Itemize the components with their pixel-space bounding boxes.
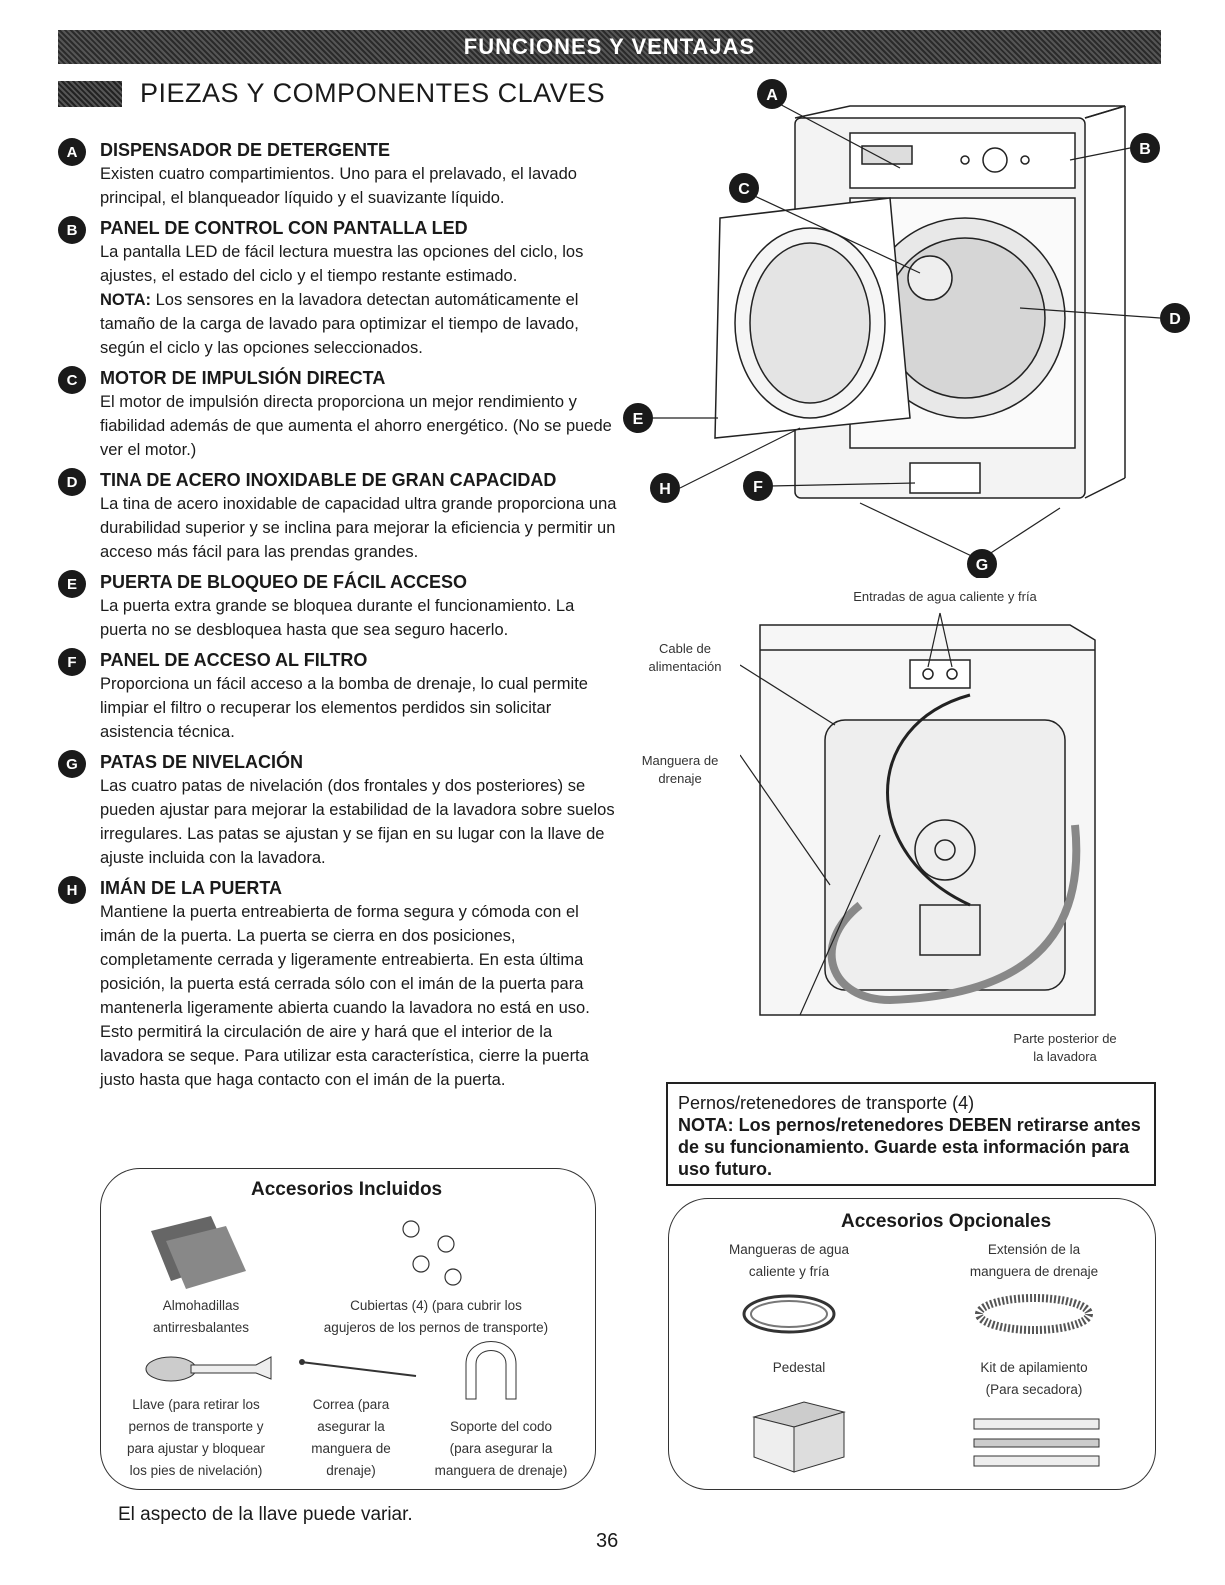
item-text: La puerta extra grande se bloquea durant… xyxy=(100,597,575,639)
svg-text:F: F xyxy=(753,479,763,496)
note-label: NOTA: xyxy=(100,291,152,309)
callout-a: A xyxy=(757,79,787,109)
transport-bolts-note: Pernos/retenedores de transporte (4) NOT… xyxy=(666,1082,1156,1186)
header-banner: FUNCIONES Y VENTAJAS xyxy=(58,30,1161,64)
item-note: NOTA: Los sensores en la lavadora detect… xyxy=(100,288,618,360)
letter-badge: F xyxy=(58,648,86,676)
strap-image xyxy=(299,1359,417,1377)
callout-d: D xyxy=(1160,303,1190,333)
callout-c: C xyxy=(729,173,759,203)
callout-h: H xyxy=(650,473,680,503)
stacking-kit-label: Kit de apilamiento(Para secadora) xyxy=(980,1360,1088,1397)
component-item-f: F PANEL DE ACCESO AL FILTRO Proporciona u… xyxy=(58,648,618,744)
component-item-d: D TINA DE ACERO INOXIDABLE DE GRAN CAPAC… xyxy=(58,468,618,564)
item-text: Mantiene la puerta entreabierta de forma… xyxy=(100,903,590,1089)
callout-b: B xyxy=(1130,133,1160,163)
elbow-support-image xyxy=(465,1341,517,1400)
component-list: A DISPENSADOR DE DETERGENTE Existen cuatr… xyxy=(58,138,618,1098)
item-text: Las cuatro patas de nivelación (dos fron… xyxy=(100,777,615,867)
item-title: MOTOR DE IMPULSIÓN DIRECTA xyxy=(100,368,386,388)
item-text: Proporciona un fácil acceso a la bomba d… xyxy=(100,675,588,741)
item-text: La pantalla LED de fácil lectura muestra… xyxy=(100,243,584,285)
pedestal-label: Pedestal xyxy=(772,1360,826,1375)
callout-f: F xyxy=(743,471,773,501)
item-title: PUERTA DE BLOQUEO DE FÁCIL ACCESO xyxy=(100,572,468,592)
letter-badge: G xyxy=(58,750,86,778)
item-title: DISPENSADOR DE DETERGENTE xyxy=(100,140,391,160)
wrench-image xyxy=(145,1356,272,1382)
item-title: PANEL DE CONTROL CON PANTALLA LED xyxy=(100,218,468,238)
letter-badge: D xyxy=(58,468,86,496)
stacking-kit-image xyxy=(973,1418,1100,1467)
letter-badge: B xyxy=(58,216,86,244)
svg-text:D: D xyxy=(1169,311,1181,328)
bolt-covers-image xyxy=(402,1220,462,1286)
item-title: PANEL DE ACCESO AL FILTRO xyxy=(100,650,368,670)
anti-slip-pads-image xyxy=(151,1216,246,1289)
component-item-g: G PATAS DE NIVELACIÓN Las cuatro patas de… xyxy=(58,750,618,870)
letter-badge: E xyxy=(58,570,86,598)
heading-block-icon xyxy=(58,80,122,107)
component-item-h: H IMÁN DE LA PUERTA Mantiene la puerta en… xyxy=(58,876,618,1092)
item-text: Existen cuatro compartimientos. Uno para… xyxy=(100,165,577,207)
section-title: PIEZAS Y COMPONENTES CLAVES xyxy=(140,78,606,108)
washer-front-illustration: A B C D E H F G xyxy=(623,79,1190,578)
transport-warning: NOTA: Los pernos/retenedores DEBEN retir… xyxy=(678,1115,1141,1179)
page-number: 36 xyxy=(596,1530,619,1552)
water-hoses-image xyxy=(742,1294,836,1334)
callout-e: E xyxy=(623,403,653,433)
svg-text:G: G xyxy=(976,557,988,574)
included-title: Accesorios Incluidos xyxy=(251,1179,443,1200)
drain-extension-image xyxy=(975,1294,1093,1334)
item-text: La tina de acero inoxidable de capacidad… xyxy=(100,495,617,561)
item-title: PATAS DE NIVELACIÓN xyxy=(100,752,304,772)
item-title: IMÁN DE LA PUERTA xyxy=(100,878,282,898)
optional-title: Accesorios Opcionales xyxy=(841,1211,1052,1232)
letter-badge: H xyxy=(58,876,86,904)
letter-badge: A xyxy=(58,138,86,166)
note-text: Los sensores en la lavadora detectan aut… xyxy=(100,291,579,357)
svg-text:A: A xyxy=(766,87,778,104)
washer-rear-illustration xyxy=(740,612,1096,1016)
svg-text:E: E xyxy=(633,411,644,428)
banner-title: FUNCIONES Y VENTAJAS xyxy=(463,34,756,59)
svg-text:C: C xyxy=(738,181,750,198)
component-item-a: A DISPENSADOR DE DETERGENTE Existen cuatr… xyxy=(58,138,618,210)
svg-text:H: H xyxy=(659,481,671,498)
footer-note: El aspecto de la llave puede variar. xyxy=(118,1504,413,1525)
section-heading: PIEZAS Y COMPONENTES CLAVES xyxy=(58,78,605,109)
svg-text:B: B xyxy=(1139,141,1151,158)
callout-g: G xyxy=(967,549,997,578)
water-inlets-label: Entradas de agua caliente y fría xyxy=(853,589,1037,604)
item-text: El motor de impulsión directa proporcion… xyxy=(100,393,612,459)
pedestal-image xyxy=(752,1401,846,1473)
transport-title: Pernos/retenedores de transporte (4) xyxy=(678,1093,975,1113)
item-title: TINA DE ACERO INOXIDABLE DE GRAN CAPACID… xyxy=(100,470,557,490)
component-item-e: E PUERTA DE BLOQUEO DE FÁCIL ACCESO La pu… xyxy=(58,570,618,642)
letter-badge: C xyxy=(58,366,86,394)
component-item-c: C MOTOR DE IMPULSIÓN DIRECTA El motor de … xyxy=(58,366,618,462)
component-item-b: B PANEL DE CONTROL CON PANTALLA LED La pa… xyxy=(58,216,618,360)
